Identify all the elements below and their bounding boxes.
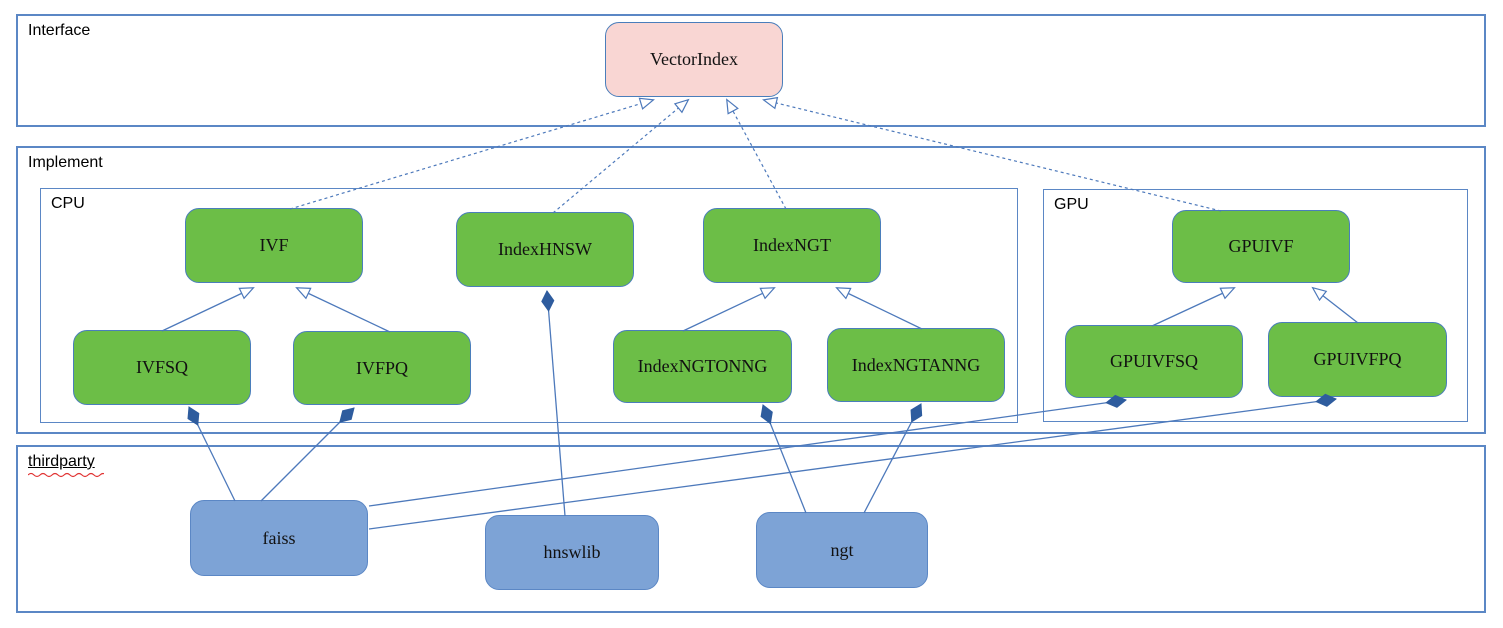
container-gpu-label: GPU xyxy=(1054,196,1089,213)
node-vectorindex-label: VectorIndex xyxy=(650,49,738,69)
node-hnswlib-label: hnswlib xyxy=(543,542,601,562)
node-ivfpq-label: IVFPQ xyxy=(355,357,408,378)
container-implement-label: Implement xyxy=(28,154,103,171)
node-indexngtanng[interactable]: IndexNGTANNG xyxy=(827,328,1005,402)
spellcheck-squiggle-underline xyxy=(28,472,104,478)
node-gpuivfsq[interactable]: GPUIVFSQ xyxy=(1065,325,1243,398)
node-indexhnsw-label: IndexHNSW xyxy=(498,239,592,259)
container-interface-label: Interface xyxy=(28,22,91,39)
node-indexngt[interactable]: IndexNGT xyxy=(703,208,881,283)
node-indexngtanng-label: IndexNGTANNG xyxy=(851,354,981,375)
node-ngt[interactable]: ngt xyxy=(756,512,928,588)
node-gpuivfsq-label: GPUIVFSQ xyxy=(1109,351,1199,371)
node-indexngtonng[interactable]: IndexNGTONNG xyxy=(613,330,792,403)
node-ivfsq-label: IVFSQ xyxy=(135,357,188,377)
node-ivfsq[interactable]: IVFSQ xyxy=(73,330,251,405)
thirdparty-text: thirdparty xyxy=(28,453,95,470)
node-faiss[interactable]: faiss xyxy=(190,500,368,576)
node-ivfpq[interactable]: IVFPQ xyxy=(293,331,471,405)
node-indexhnsw[interactable]: IndexHNSW xyxy=(456,212,634,287)
node-hnswlib[interactable]: hnswlib xyxy=(485,515,659,590)
container-thirdparty-label: thirdparty xyxy=(28,453,104,478)
node-gpuivfpq-label: GPUIVFPQ xyxy=(1313,349,1402,369)
node-indexngt-label: IndexNGT xyxy=(753,235,831,255)
node-ivf[interactable]: IVF xyxy=(185,208,363,283)
node-gpuivf[interactable]: GPUIVF xyxy=(1172,210,1350,283)
node-gpuivfpq[interactable]: GPUIVFPQ xyxy=(1268,322,1447,397)
node-faiss-label: faiss xyxy=(262,527,296,548)
container-cpu-label: CPU xyxy=(51,195,85,212)
node-indexngtonng-label: IndexNGTONNG xyxy=(637,356,768,376)
node-ivf-label: IVF xyxy=(259,235,289,255)
node-vectorindex[interactable]: VectorIndex xyxy=(605,22,783,97)
node-gpuivf-label: GPUIVF xyxy=(1228,236,1294,256)
node-ngt-label: ngt xyxy=(830,539,854,560)
